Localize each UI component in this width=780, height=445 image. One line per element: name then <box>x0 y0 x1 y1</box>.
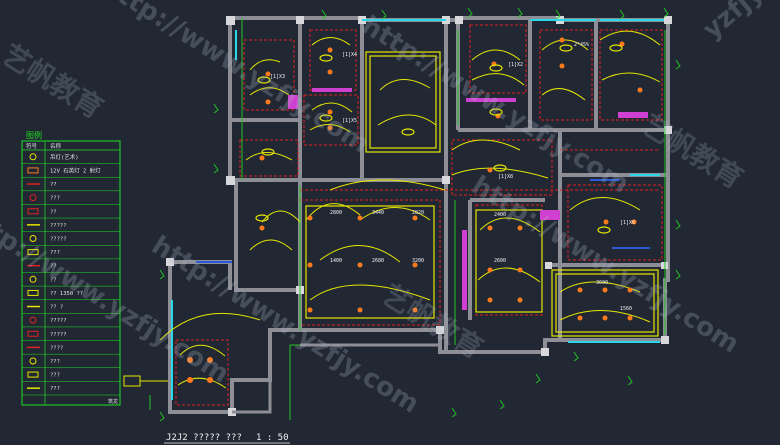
switch-marks <box>159 7 681 422</box>
strip-yellow-icon <box>29 357 37 365</box>
fixture-label: [1]X4 <box>342 52 357 58</box>
dimension-label: 2400 <box>494 212 506 218</box>
watermark-corner: yzfjy <box>697 0 769 45</box>
fixture-label: [1]X3 <box>270 74 285 80</box>
red-wiring <box>175 24 663 406</box>
legend-row-label: 12V 石英灯 2 射灯 <box>50 166 101 174</box>
legend-header-name: 名称 <box>50 142 62 150</box>
dimension-label: 1560 <box>620 306 632 312</box>
legend-row-label: ????? <box>50 332 67 338</box>
watermark-brand-3: 艺帆教育 <box>636 108 748 195</box>
ceiling-lamps <box>255 44 623 234</box>
magenta-fixtures <box>288 88 648 310</box>
legend-row-label: ??? <box>50 386 60 392</box>
legend-footer: 筑龙 <box>108 398 118 405</box>
watermark-url-4: http://www.yzfjy.com <box>466 170 744 359</box>
yellow-ceilings <box>305 51 659 337</box>
drawing-title: J2J2 ????? ??? <box>166 433 242 443</box>
grille-icon <box>27 208 39 215</box>
dimension-labels: 2800 3440 2820 1400 2680 3200 2400 2600 3600 1560 <box>330 210 632 312</box>
balcony <box>232 343 440 414</box>
switch-double-icon <box>27 289 39 296</box>
legend-table: 图例 符号 名称 吊灯(艺术) 12V 石英灯 2 射灯?????????????… <box>21 130 121 406</box>
fixture-label: [1]X8 <box>498 174 513 180</box>
windows <box>171 19 664 400</box>
legend-row-label: ????? <box>50 223 67 229</box>
legend-header-symbol: 符号 <box>26 142 38 150</box>
fixture-labels: [1]X3 [1]X4 [1]X5 [1]X2 2*45% [1]X6 [1]X8 <box>270 42 635 226</box>
dimension-label: 2680 <box>372 258 384 264</box>
legend-row-label: ??? <box>50 373 60 379</box>
legend-row-label: ?? ? <box>50 305 63 311</box>
dimension-label: 2820 <box>412 210 424 216</box>
legend-row-label: ?? <box>50 277 57 283</box>
legend-row-label: ???? <box>50 345 63 351</box>
legend-row-label: ?? 1350 ?? <box>50 291 83 297</box>
legend-row-label: ?? <box>50 264 57 270</box>
dimension-label: 1400 <box>330 258 342 264</box>
bulb-icon <box>27 249 39 256</box>
legend-rows: 吊灯(艺术)12V 石英灯 2 射灯??????????????????????… <box>22 153 120 396</box>
dimension-label: 3440 <box>372 210 384 216</box>
blue-walls <box>196 179 650 263</box>
socket-icon <box>29 316 37 324</box>
ceiling-lamp-icon <box>29 234 37 242</box>
socket-waterproof-icon <box>27 330 39 337</box>
chandelier-icon <box>29 153 37 161</box>
tube-icon <box>27 371 39 378</box>
downlight-fixtures <box>187 37 643 383</box>
downlight-icon <box>27 167 39 174</box>
legend-row-label: ?? <box>50 182 57 188</box>
fixture-label: [1]X6 <box>620 220 635 226</box>
fixture-label: [1]X5 <box>342 118 357 124</box>
dimension-label: 2800 <box>330 210 342 216</box>
dimension-label: 3200 <box>412 258 424 264</box>
watermark-url-1: http://www.yzfjy.com <box>96 0 374 160</box>
fixture-label: [1]X2 <box>508 62 523 68</box>
legend-title: 图例 <box>26 130 42 140</box>
legend-row-label: ????? <box>50 236 67 242</box>
switch-circuits <box>159 30 661 389</box>
legend-row-label: ??? <box>50 250 60 256</box>
dimension-label: 2600 <box>494 258 506 264</box>
watermarks: http://www.yzfjy.com http://www.yzfjy.co… <box>0 0 770 420</box>
fixture-label: 2*45% <box>574 42 589 48</box>
title-block: J2J2 ????? ??? 1 : 50 <box>164 433 290 444</box>
watermark-brand-1: 艺帆教育 <box>0 38 109 125</box>
legend-row-label: ??? <box>50 196 60 202</box>
fluorescent-icon <box>29 194 37 202</box>
legend-row-label: ????? <box>50 318 67 324</box>
legend-row-label: ?? <box>50 209 57 215</box>
distribution-box <box>123 375 168 387</box>
legend-row-label: 吊灯(艺术) <box>50 153 79 161</box>
dimension-label: 3600 <box>596 280 608 286</box>
switch-single-icon <box>29 275 37 283</box>
legend-row-label: ??? <box>50 359 60 365</box>
drawing-scale: 1 : 50 <box>256 433 289 443</box>
